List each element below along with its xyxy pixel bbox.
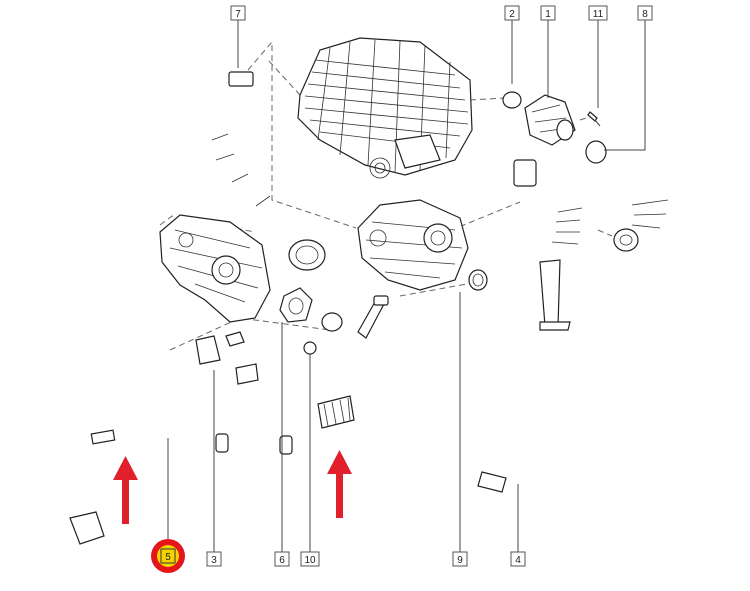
callout-8[interactable]: 8 (637, 5, 653, 21)
lower-hose-5 (62, 295, 389, 545)
svg-text:8: 8 (642, 9, 648, 20)
throttle-body (502, 91, 601, 146)
flange-6 (279, 287, 313, 323)
egr-valve (357, 199, 469, 291)
svg-text:11: 11 (593, 9, 604, 20)
callout-6[interactable]: 6 (274, 551, 290, 567)
pipe-3 (195, 331, 274, 385)
flow-arrow-right (327, 450, 352, 518)
turbocharger (159, 214, 271, 323)
svg-text:1: 1 (545, 9, 551, 20)
callout-3[interactable]: 3 (206, 551, 222, 567)
callout-11[interactable]: 11 (588, 5, 608, 21)
svg-text:5: 5 (165, 552, 171, 563)
leader-lines (167, 20, 646, 556)
callout-9[interactable]: 9 (452, 551, 468, 567)
svg-text:9: 9 (457, 555, 463, 566)
callout-5[interactable]: 5 (160, 548, 176, 564)
svg-text:4: 4 (515, 555, 521, 566)
callout-2[interactable]: 2 (504, 5, 520, 21)
intake-hose-7 (203, 71, 326, 271)
svg-text:10: 10 (304, 555, 316, 566)
svg-text:2: 2 (509, 9, 515, 20)
callout-1[interactable]: 1 (540, 5, 556, 21)
clip-10 (303, 341, 317, 355)
callout-7[interactable]: 7 (230, 5, 246, 21)
svg-text:3: 3 (211, 555, 217, 566)
svg-text:7: 7 (235, 9, 241, 20)
svg-text:6: 6 (279, 555, 285, 566)
callout-4[interactable]: 4 (510, 551, 526, 567)
callout-10[interactable]: 10 (300, 551, 320, 567)
pipe-4 (465, 157, 583, 493)
intake-manifold (297, 37, 473, 179)
outlet-hose-8 (585, 140, 669, 252)
flow-arrow-left (113, 456, 138, 524)
